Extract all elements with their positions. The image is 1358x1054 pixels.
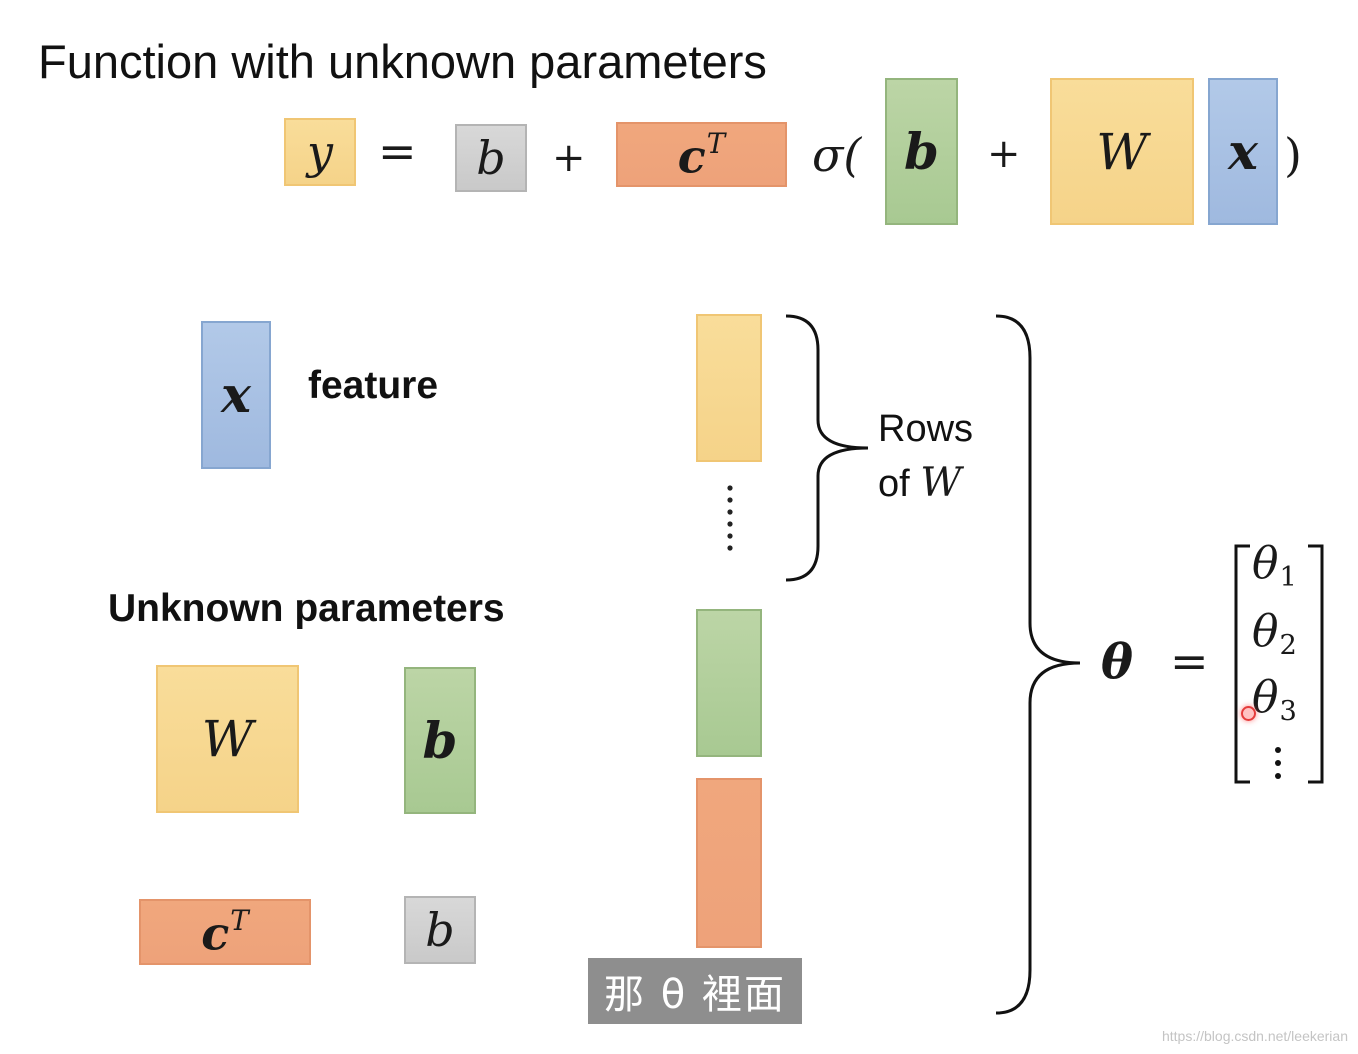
unknown-transpose-T: T — [230, 904, 249, 938]
feature-label: feature — [308, 364, 439, 407]
unknown-b-scalar-symbol: b — [425, 903, 455, 957]
theta-1-name: θ — [1252, 538, 1279, 589]
stacked-c-box — [696, 778, 762, 948]
theta-3-name: θ — [1252, 672, 1279, 723]
rows-label-line1: Rows — [878, 408, 974, 450]
b-scalar-box: b — [455, 124, 527, 192]
y-box: y — [284, 118, 356, 186]
unknown-W-box: W — [156, 665, 299, 813]
theta-entry-1: θ1 — [1252, 542, 1297, 594]
unknown-parameters-heading: Unknown parameters — [108, 587, 505, 630]
stacked-b-vector-box — [696, 609, 762, 757]
unknown-b-vector-box: b — [404, 667, 476, 814]
rows-brace — [785, 314, 869, 582]
c-symbol: c — [677, 129, 706, 184]
x-symbol: x — [1228, 121, 1258, 181]
vertical-dots-icon — [727, 485, 733, 551]
theta-matrix-brackets — [1234, 544, 1324, 784]
W-matrix-box: W — [1050, 78, 1194, 225]
plus-sign-1: + — [552, 135, 586, 181]
unknown-c-transpose-symbol: cT — [201, 904, 249, 957]
theta-brace — [995, 314, 1081, 1015]
theta-entry-3: θ3 — [1252, 676, 1297, 728]
theta-1-index: 1 — [1279, 562, 1297, 594]
transpose-T: T — [706, 126, 726, 160]
rows-label-W: W — [920, 460, 962, 507]
unknown-c-symbol: c — [201, 906, 230, 961]
feature-x-symbol: x — [221, 365, 251, 424]
sigma-open: σ( — [812, 128, 862, 182]
W-symbol: W — [1096, 122, 1148, 181]
x-vector-box: x — [1208, 78, 1278, 225]
subtitle-text: 那 θ 裡面 — [604, 972, 786, 1018]
c-transpose-symbol: cT — [678, 126, 726, 180]
unknown-W-symbol: W — [201, 710, 254, 768]
close-paren: ) — [1284, 128, 1302, 182]
b-scalar-symbol: b — [476, 131, 506, 185]
theta-2-name: θ — [1252, 606, 1279, 657]
watermark: https://blog.csdn.net/leekerian — [1161, 1028, 1348, 1044]
rows-label-of: of — [878, 463, 921, 506]
c-transpose-box: cT — [616, 122, 787, 187]
equals-sign: = — [378, 124, 417, 178]
theta-entry-2: θ2 — [1252, 610, 1297, 662]
rows-label-line2: of W — [878, 457, 973, 512]
plus-sign-2: + — [987, 131, 1021, 177]
theta-2-index: 2 — [1279, 630, 1297, 662]
theta-symbol: θ — [1101, 634, 1134, 690]
feature-x-box: x — [201, 321, 271, 469]
page-title: Function with unknown parameters — [38, 35, 767, 88]
vertical-dots — [726, 484, 734, 556]
subtitle-caption: 那 θ 裡面 — [588, 958, 802, 1024]
unknown-b-vector-symbol: b — [422, 710, 458, 770]
row-of-W-box — [696, 314, 762, 462]
laser-pointer-dot — [1241, 706, 1256, 721]
b-vector-symbol: b — [904, 121, 939, 181]
unknown-b-scalar-box: b — [404, 896, 476, 964]
theta-equals: = — [1170, 634, 1209, 688]
y-symbol: y — [307, 125, 333, 179]
b-vector-box: b — [885, 78, 958, 225]
rows-of-W-label: Rows of W — [878, 402, 973, 512]
theta-3-index: 3 — [1279, 696, 1297, 728]
unknown-c-transpose-box: cT — [139, 899, 311, 965]
theta-vertical-ellipsis-icon — [1275, 747, 1281, 779]
